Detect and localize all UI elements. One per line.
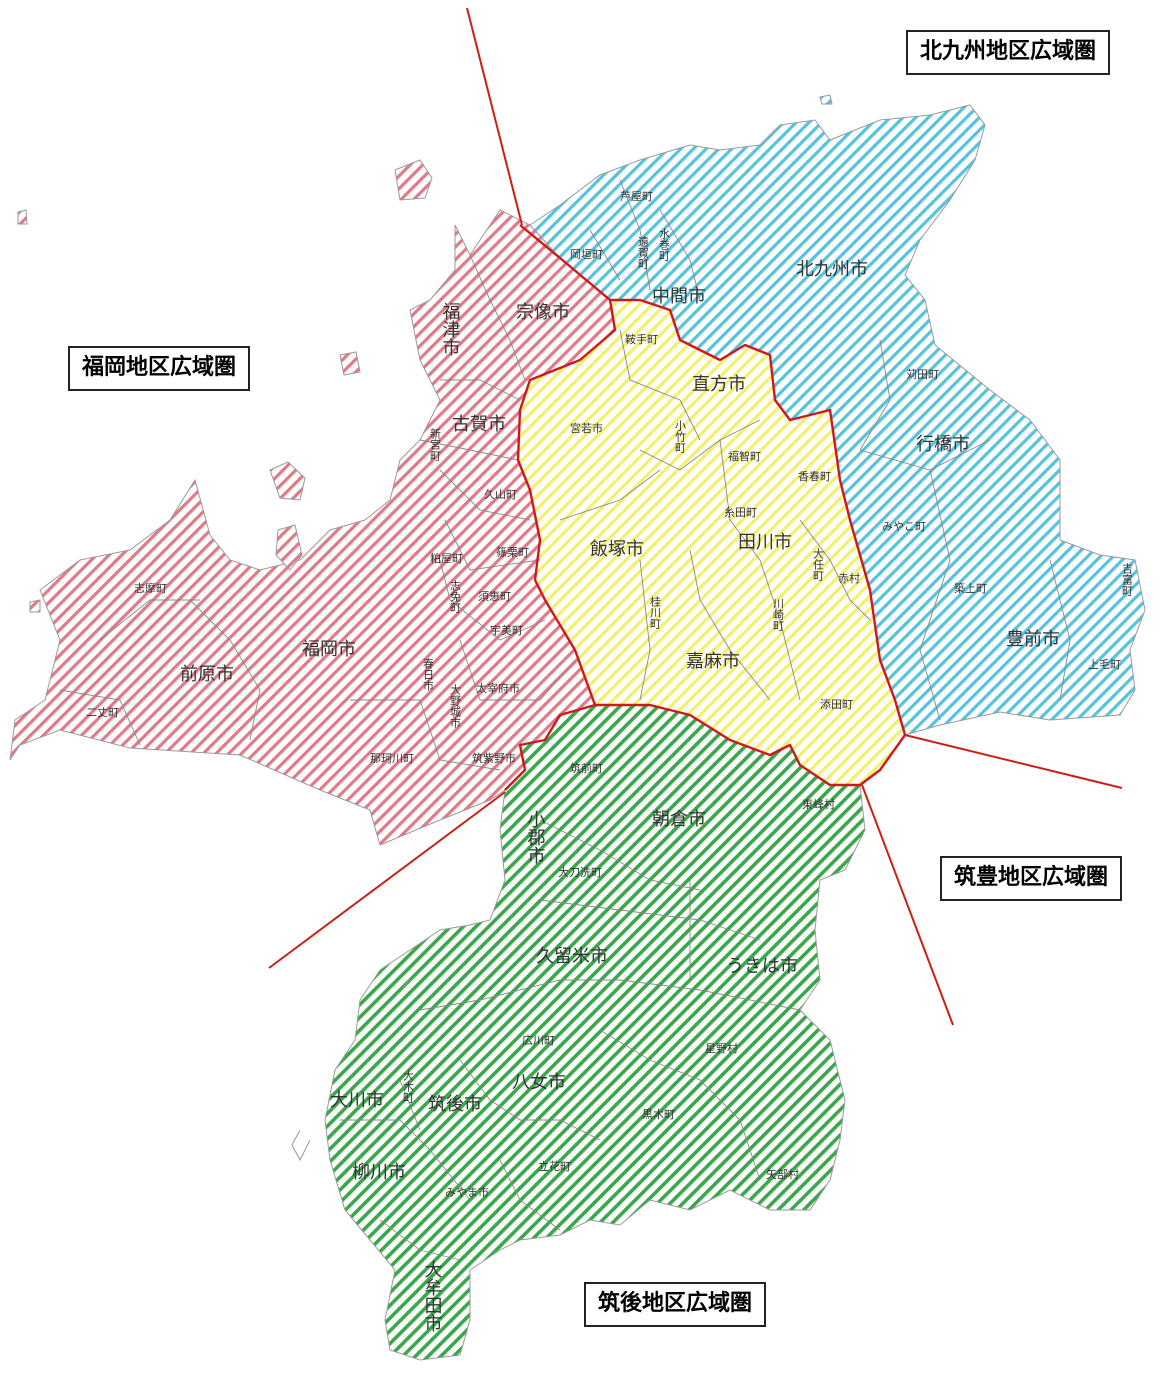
district-borders: [504, 224, 907, 791]
region-fukuoka: [9, 159, 616, 846]
divider-north: [466, 7, 523, 226]
label-yukuhashi: 行橋市: [916, 434, 970, 455]
label-kawara: 香春町: [798, 470, 831, 483]
label-chikuzen: 筑前町: [570, 761, 603, 775]
label-fukuchi: 福智町: [728, 449, 761, 463]
label-hisayama: 久山町: [484, 488, 517, 501]
region-label-chikugo: 筑後地区広域圏: [584, 1282, 767, 1327]
label-asakura: 朝倉市: [652, 809, 706, 830]
label-ogori: 小郡市: [525, 810, 546, 864]
label-kurogi: 黒木町: [642, 1108, 675, 1121]
label-kawasaki: 川崎町: [772, 598, 785, 631]
label-nijo: 二丈町: [86, 706, 119, 719]
label-shima: 志摩町: [134, 581, 167, 595]
label-dazaifu: 太宰府市: [476, 681, 520, 695]
label-yoshitomi: 吉富町: [1121, 563, 1134, 596]
label-itoda: 糸田町: [724, 506, 757, 519]
label-kanda: 苅田町: [906, 367, 939, 381]
label-ukiha: うきは市: [726, 956, 798, 977]
municipal-borders: [59, 179, 1071, 1261]
divider-southwest: [268, 791, 506, 969]
label-onga: 遠賀町: [637, 236, 650, 269]
label-yame: 八女市: [512, 1072, 566, 1093]
divider-southeast: [861, 784, 954, 1026]
label-munakata: 宗像市: [516, 302, 570, 323]
island-6: [29, 599, 41, 613]
border-fukuoka-kitakyushu: [519, 224, 611, 301]
label-umi: 宇美町: [490, 624, 523, 637]
label-kotake: 小竹町: [674, 420, 687, 453]
label-shingu: 新宮町: [429, 427, 442, 461]
island-4: [339, 351, 361, 376]
region-divider-lines: [268, 7, 1123, 1026]
label-shime: 志免町: [449, 580, 462, 613]
label-ashiya: 芦屋町: [620, 190, 653, 203]
label-okagaki: 岡垣町: [570, 248, 603, 261]
label-chikugo: 筑後市: [428, 1094, 482, 1115]
label-kurume: 久留米市: [536, 946, 608, 967]
label-kitakyushu: 北九州市: [796, 259, 868, 280]
label-koga: 古賀市: [452, 414, 506, 435]
label-miyama: みやま市: [445, 1185, 489, 1199]
label-soeda: 添田町: [820, 697, 853, 711]
label-nogata: 直方市: [692, 374, 746, 395]
label-chikujo: 築上町: [954, 581, 987, 595]
island-2: [269, 461, 306, 501]
label-hirokawa: 広川町: [522, 1034, 555, 1047]
label-onojo: 大野城市: [449, 683, 462, 729]
label-maebaru: 前原市: [180, 664, 234, 685]
label-sue: 須恵町: [478, 589, 511, 603]
label-oto: 大任町: [812, 547, 825, 581]
label-oki: 大木町: [402, 1069, 415, 1103]
chikugo-district-shape: [324, 704, 866, 1361]
label-chikushino: 筑紫野市: [472, 751, 516, 765]
municipality-labels: 芦屋町 水巻町 遠賀町 岡垣町 中間市 北九州市 苅田町 行橋市 みやこ町 築上…: [86, 190, 1134, 1332]
border-chikuho-ring: [516, 298, 907, 787]
label-keisen: 桂川町: [649, 595, 662, 629]
label-hoshino: 星野村: [705, 1041, 738, 1055]
label-kurate: 鞍手町: [625, 332, 658, 346]
label-fukuoka: 福岡市: [302, 639, 356, 660]
label-yanagawa: 柳川市: [352, 1162, 406, 1183]
label-kama: 嘉麻市: [686, 651, 740, 672]
region-label-kitakyushu: 北九州地区広域圏: [906, 30, 1111, 75]
island-3: [275, 524, 303, 571]
label-yabe: 矢部村: [766, 1167, 799, 1181]
label-miyawaka: 宮若市: [570, 421, 603, 435]
border-fukuoka-chikugo: [504, 703, 596, 791]
island-1: [394, 159, 433, 201]
coastline-details: [291, 977, 411, 1162]
label-tachiarai: 大刀洗町: [558, 865, 602, 879]
label-miyako: みやこ町: [882, 520, 926, 533]
region-label-fukuoka: 福岡地区広域圏: [68, 346, 251, 391]
island-kita-1: [819, 94, 833, 105]
label-buzen: 豊前市: [1006, 629, 1060, 650]
label-mizumaki: 水巻町: [658, 228, 671, 261]
label-kasuya: 粕屋町: [430, 551, 463, 565]
region-label-chikuho: 筑豊地区広域圏: [940, 856, 1123, 901]
region-chikugo: [324, 704, 866, 1361]
label-omuta: 大牟田市: [422, 1260, 443, 1332]
island-5: [17, 209, 28, 225]
label-toho: 東峰村: [802, 797, 835, 811]
divider-east: [904, 734, 1123, 789]
label-kouge: 上毛町: [1088, 658, 1121, 671]
label-sasaguri: 篠栗町: [496, 545, 529, 559]
label-iizuka: 飯塚市: [590, 539, 644, 560]
label-tachibana: 立花町: [538, 1159, 571, 1173]
label-fukutsu: 福津市: [440, 302, 461, 356]
label-nakagawa: 那珂川町: [370, 752, 414, 765]
label-tagawa: 田川市: [738, 532, 792, 553]
label-kasuga: 春日市: [422, 658, 435, 692]
label-akamura: 赤村: [838, 571, 860, 585]
label-okawa: 大川市: [330, 1090, 384, 1111]
label-nakama: 中間市: [652, 286, 706, 307]
